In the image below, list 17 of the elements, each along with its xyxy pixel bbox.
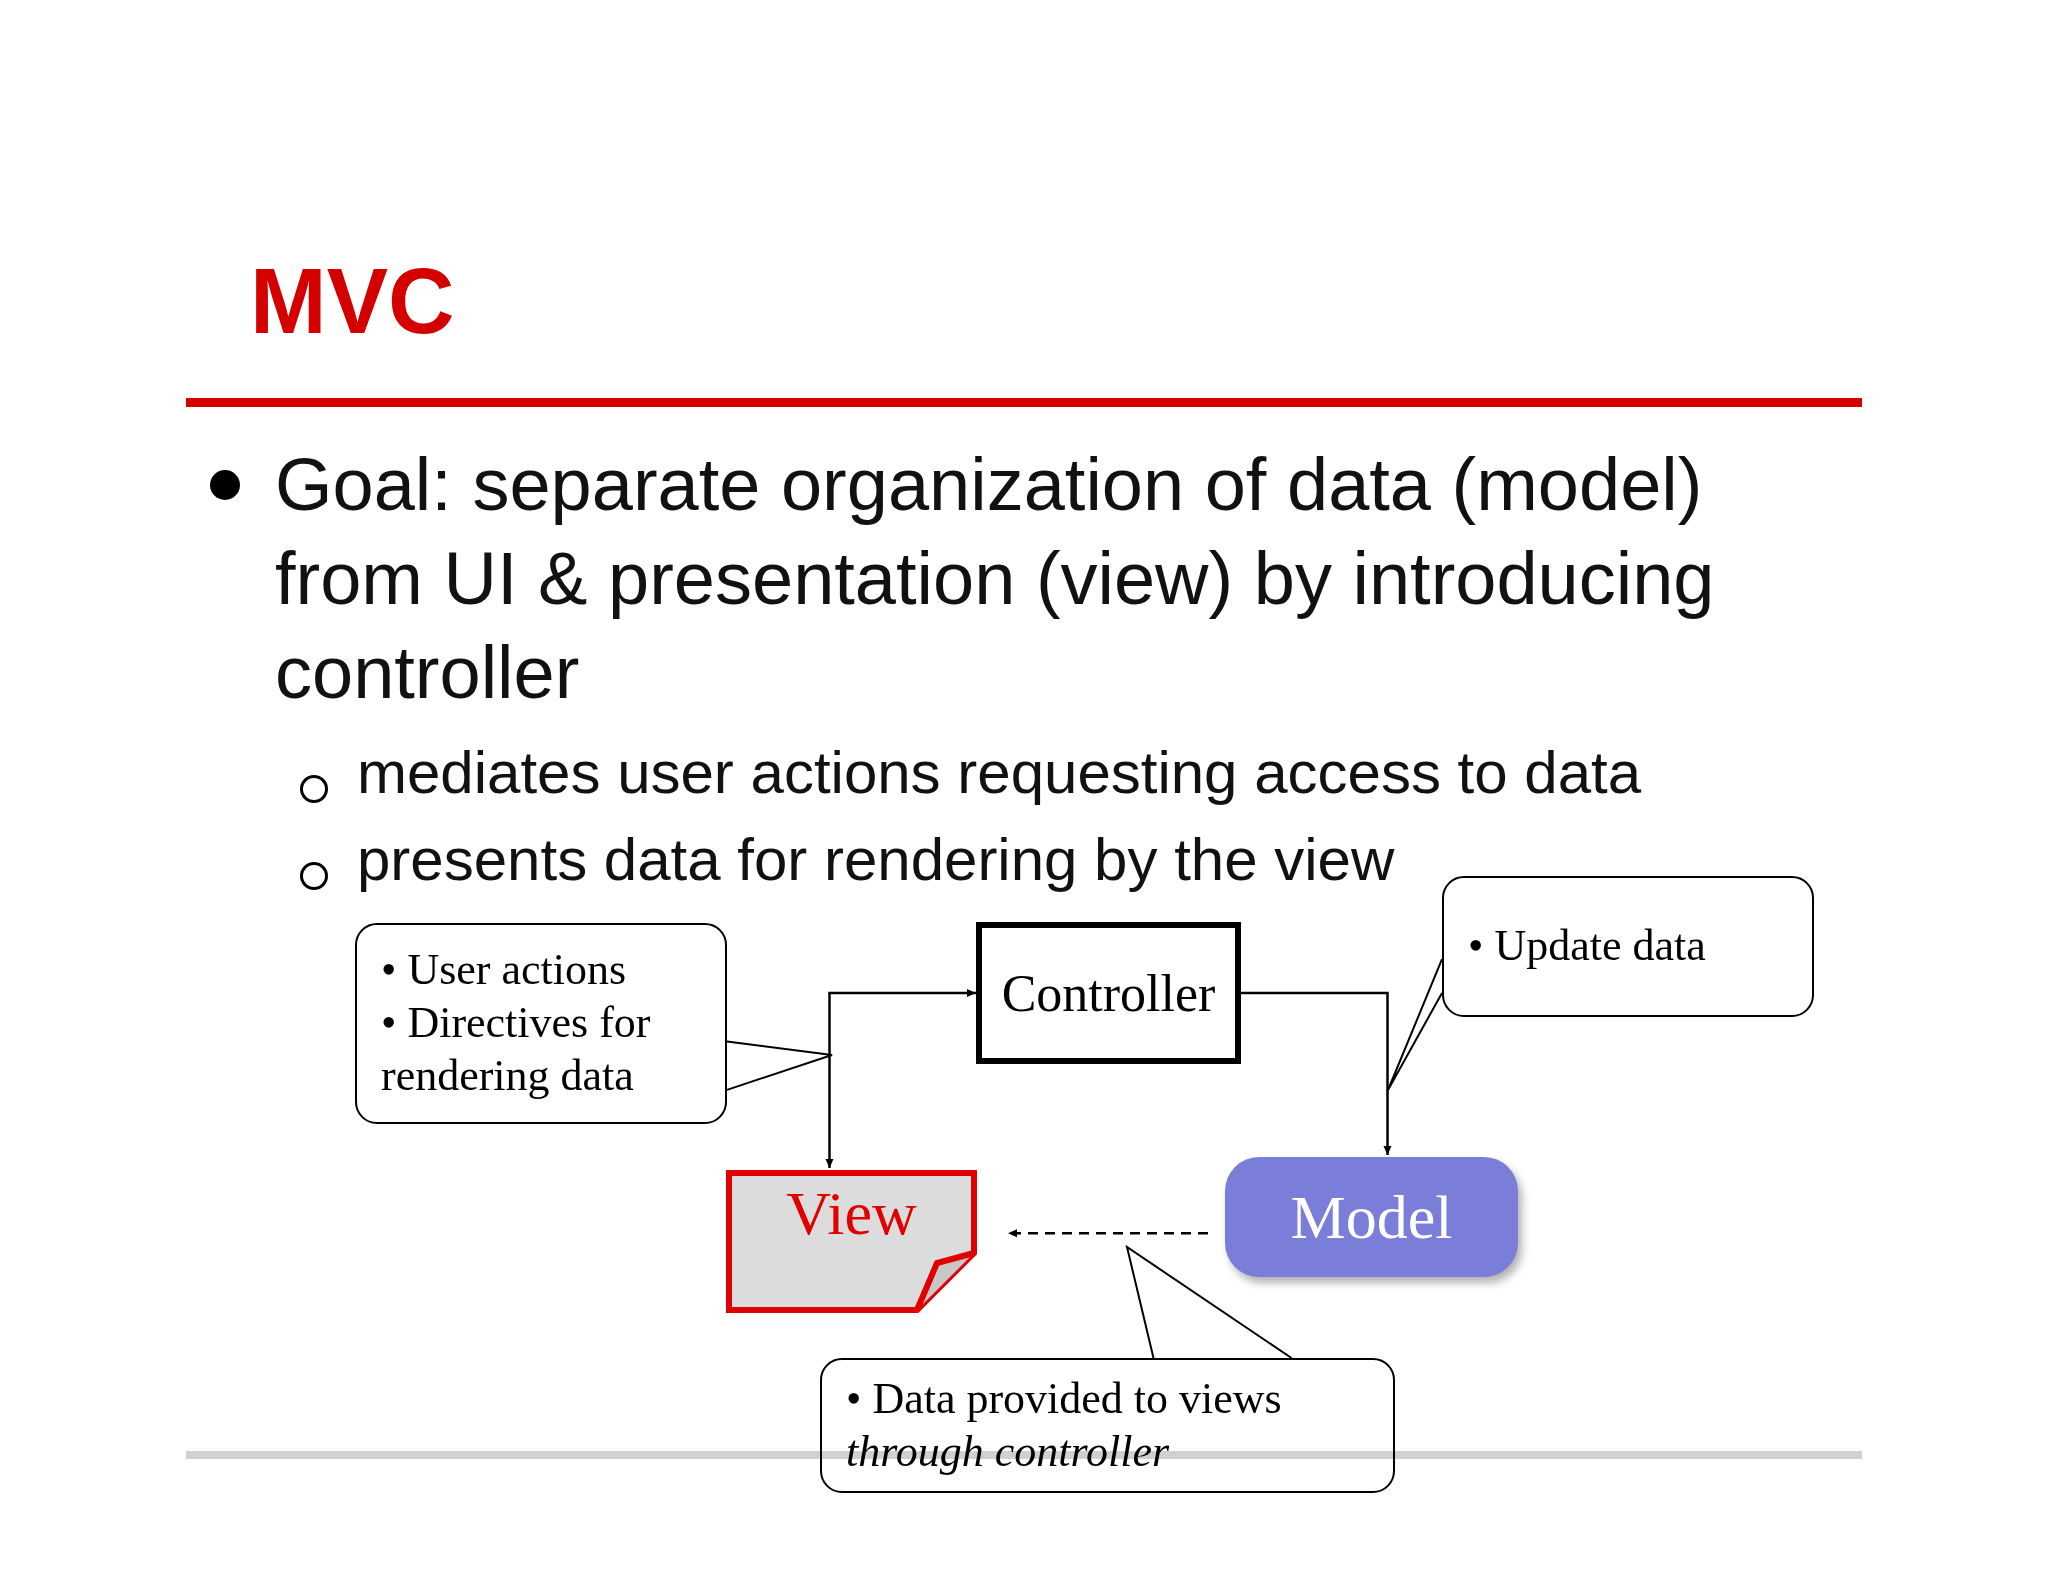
callout-text: • Directives for rendering data (381, 997, 652, 1102)
bullet-text: Goal: separate organization of data (model) from UI & presentation (view) by introducing controller (275, 442, 1716, 716)
callout-bubble (355, 923, 727, 1124)
arrow (1008, 1229, 1208, 1238)
controller-box: Controller (976, 922, 1241, 1064)
view-document: View (726, 1170, 977, 1313)
callout-text: • Update data (1468, 920, 1707, 973)
callout-text: • Data provided to views through controller (846, 1372, 1283, 1478)
bullet-text: mediates user actions requesting access to data (357, 738, 1643, 808)
model-box: Model (1225, 1157, 1518, 1277)
callout-bubble (1442, 876, 1814, 1017)
arrow (825, 989, 976, 1168)
slide-title: MVC (250, 255, 455, 347)
callout-text: • User actions (381, 944, 628, 997)
callout-bubble (820, 1358, 1395, 1493)
arrow (1241, 991, 1392, 1155)
bullet-text: presents data for rendering by the view (357, 825, 1396, 895)
